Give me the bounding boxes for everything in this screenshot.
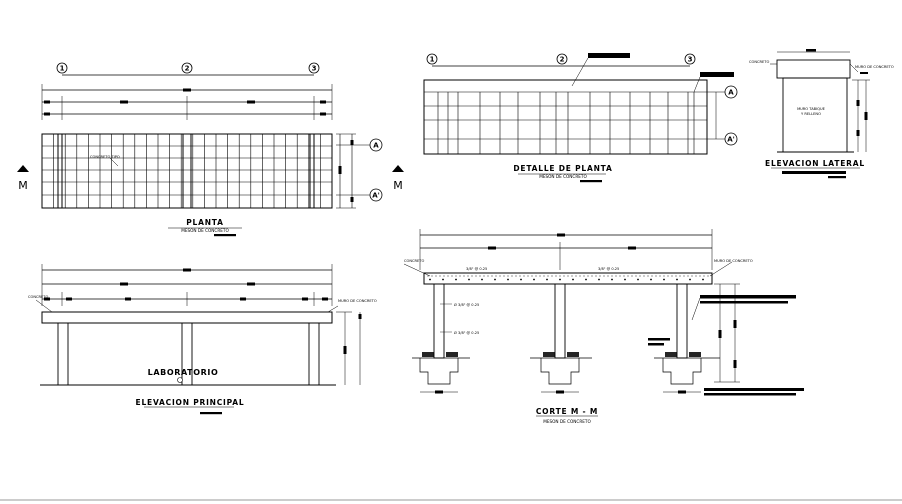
rebar-dot bbox=[611, 278, 613, 281]
corte-rebar-top-right: 3/8" @ 0.25 bbox=[598, 267, 619, 271]
detalle-axis-a: A bbox=[728, 89, 734, 97]
rebar-dot bbox=[559, 278, 561, 281]
corte-view bbox=[403, 229, 804, 417]
rebar-dot bbox=[442, 278, 444, 281]
rebar-dot bbox=[481, 278, 483, 281]
lateral-note-left: CONCRETO bbox=[749, 60, 769, 64]
lateral-note-right: MURO DE CONCRETO bbox=[855, 65, 894, 69]
rebar-dot bbox=[676, 278, 678, 281]
rebar-dot bbox=[663, 278, 665, 281]
principal-note-right: MURO DE CONCRETO bbox=[338, 299, 377, 303]
planta-note: CONCRETO TIPO bbox=[90, 155, 120, 159]
principal-note-left: CONCRETO bbox=[28, 295, 48, 299]
rebar-dot bbox=[533, 278, 535, 281]
detalle-axis-a-prime: A' bbox=[727, 136, 735, 144]
principal-view bbox=[35, 264, 362, 415]
rebar-dot bbox=[494, 278, 496, 281]
rebar-dot bbox=[468, 278, 470, 281]
rebar-dot bbox=[598, 278, 600, 281]
detalle-view bbox=[423, 53, 738, 183]
planta-view bbox=[17, 62, 404, 237]
rebar-dot bbox=[702, 278, 704, 281]
planta-axis-a: A bbox=[373, 142, 379, 150]
lateral-label-2: Y RELLENO bbox=[801, 112, 821, 116]
rebar-dot bbox=[572, 278, 574, 281]
rebar-dot bbox=[507, 278, 509, 281]
rebar-dot bbox=[624, 278, 626, 281]
lateral-view bbox=[770, 49, 870, 179]
planta-axis-2: 2 bbox=[185, 65, 190, 73]
corte-note-left: CONCRETO bbox=[404, 259, 424, 263]
lateral-label: MURO TABIQUE bbox=[797, 107, 826, 111]
detalle-axis-3: 3 bbox=[688, 56, 693, 64]
detalle-title: DETALLE DE PLANTA bbox=[513, 164, 612, 173]
rebar-dot bbox=[546, 278, 548, 281]
planta-axis-a-prime: A' bbox=[372, 192, 380, 200]
detalle-subtitle: MESON DE CONCRETO bbox=[539, 174, 587, 179]
corte-rebar-mid: Ø 3/8" @ 0.25 bbox=[454, 302, 479, 307]
rebar-dot bbox=[637, 278, 639, 281]
rebar-dot bbox=[650, 278, 652, 281]
detalle-axis-2: 2 bbox=[560, 56, 565, 64]
planta-section-marker-right: M bbox=[393, 179, 403, 192]
planta-axis-3: 3 bbox=[312, 65, 317, 73]
corte-subtitle: MESON DE CONCRETO bbox=[543, 419, 591, 424]
planta-section-marker-left: M bbox=[18, 179, 28, 192]
rebar-dot bbox=[455, 278, 457, 281]
rebar-dot bbox=[689, 278, 691, 281]
rebar-dot bbox=[585, 278, 587, 281]
detalle-axis-1: 1 bbox=[430, 56, 435, 64]
planta-title: PLANTA bbox=[186, 218, 224, 227]
corte-rebar-top-left: 3/8" @ 0.25 bbox=[466, 267, 487, 271]
lateral-title: ELEVACION LATERAL bbox=[765, 159, 865, 168]
planta-subtitle: MESON DE CONCRETO bbox=[181, 228, 229, 233]
principal-title: ELEVACION PRINCIPAL bbox=[136, 398, 245, 407]
corte-rebar-low: Ø 3/8" @ 0.25 bbox=[454, 330, 479, 335]
corte-note-right: MURO DE CONCRETO bbox=[714, 259, 753, 263]
rebar-dot bbox=[429, 278, 431, 281]
rebar-dot bbox=[520, 278, 522, 281]
principal-room-label: LABORATORIO bbox=[148, 368, 219, 377]
corte-title: CORTE M - M bbox=[536, 407, 598, 416]
planta-axis-1: 1 bbox=[60, 65, 65, 73]
